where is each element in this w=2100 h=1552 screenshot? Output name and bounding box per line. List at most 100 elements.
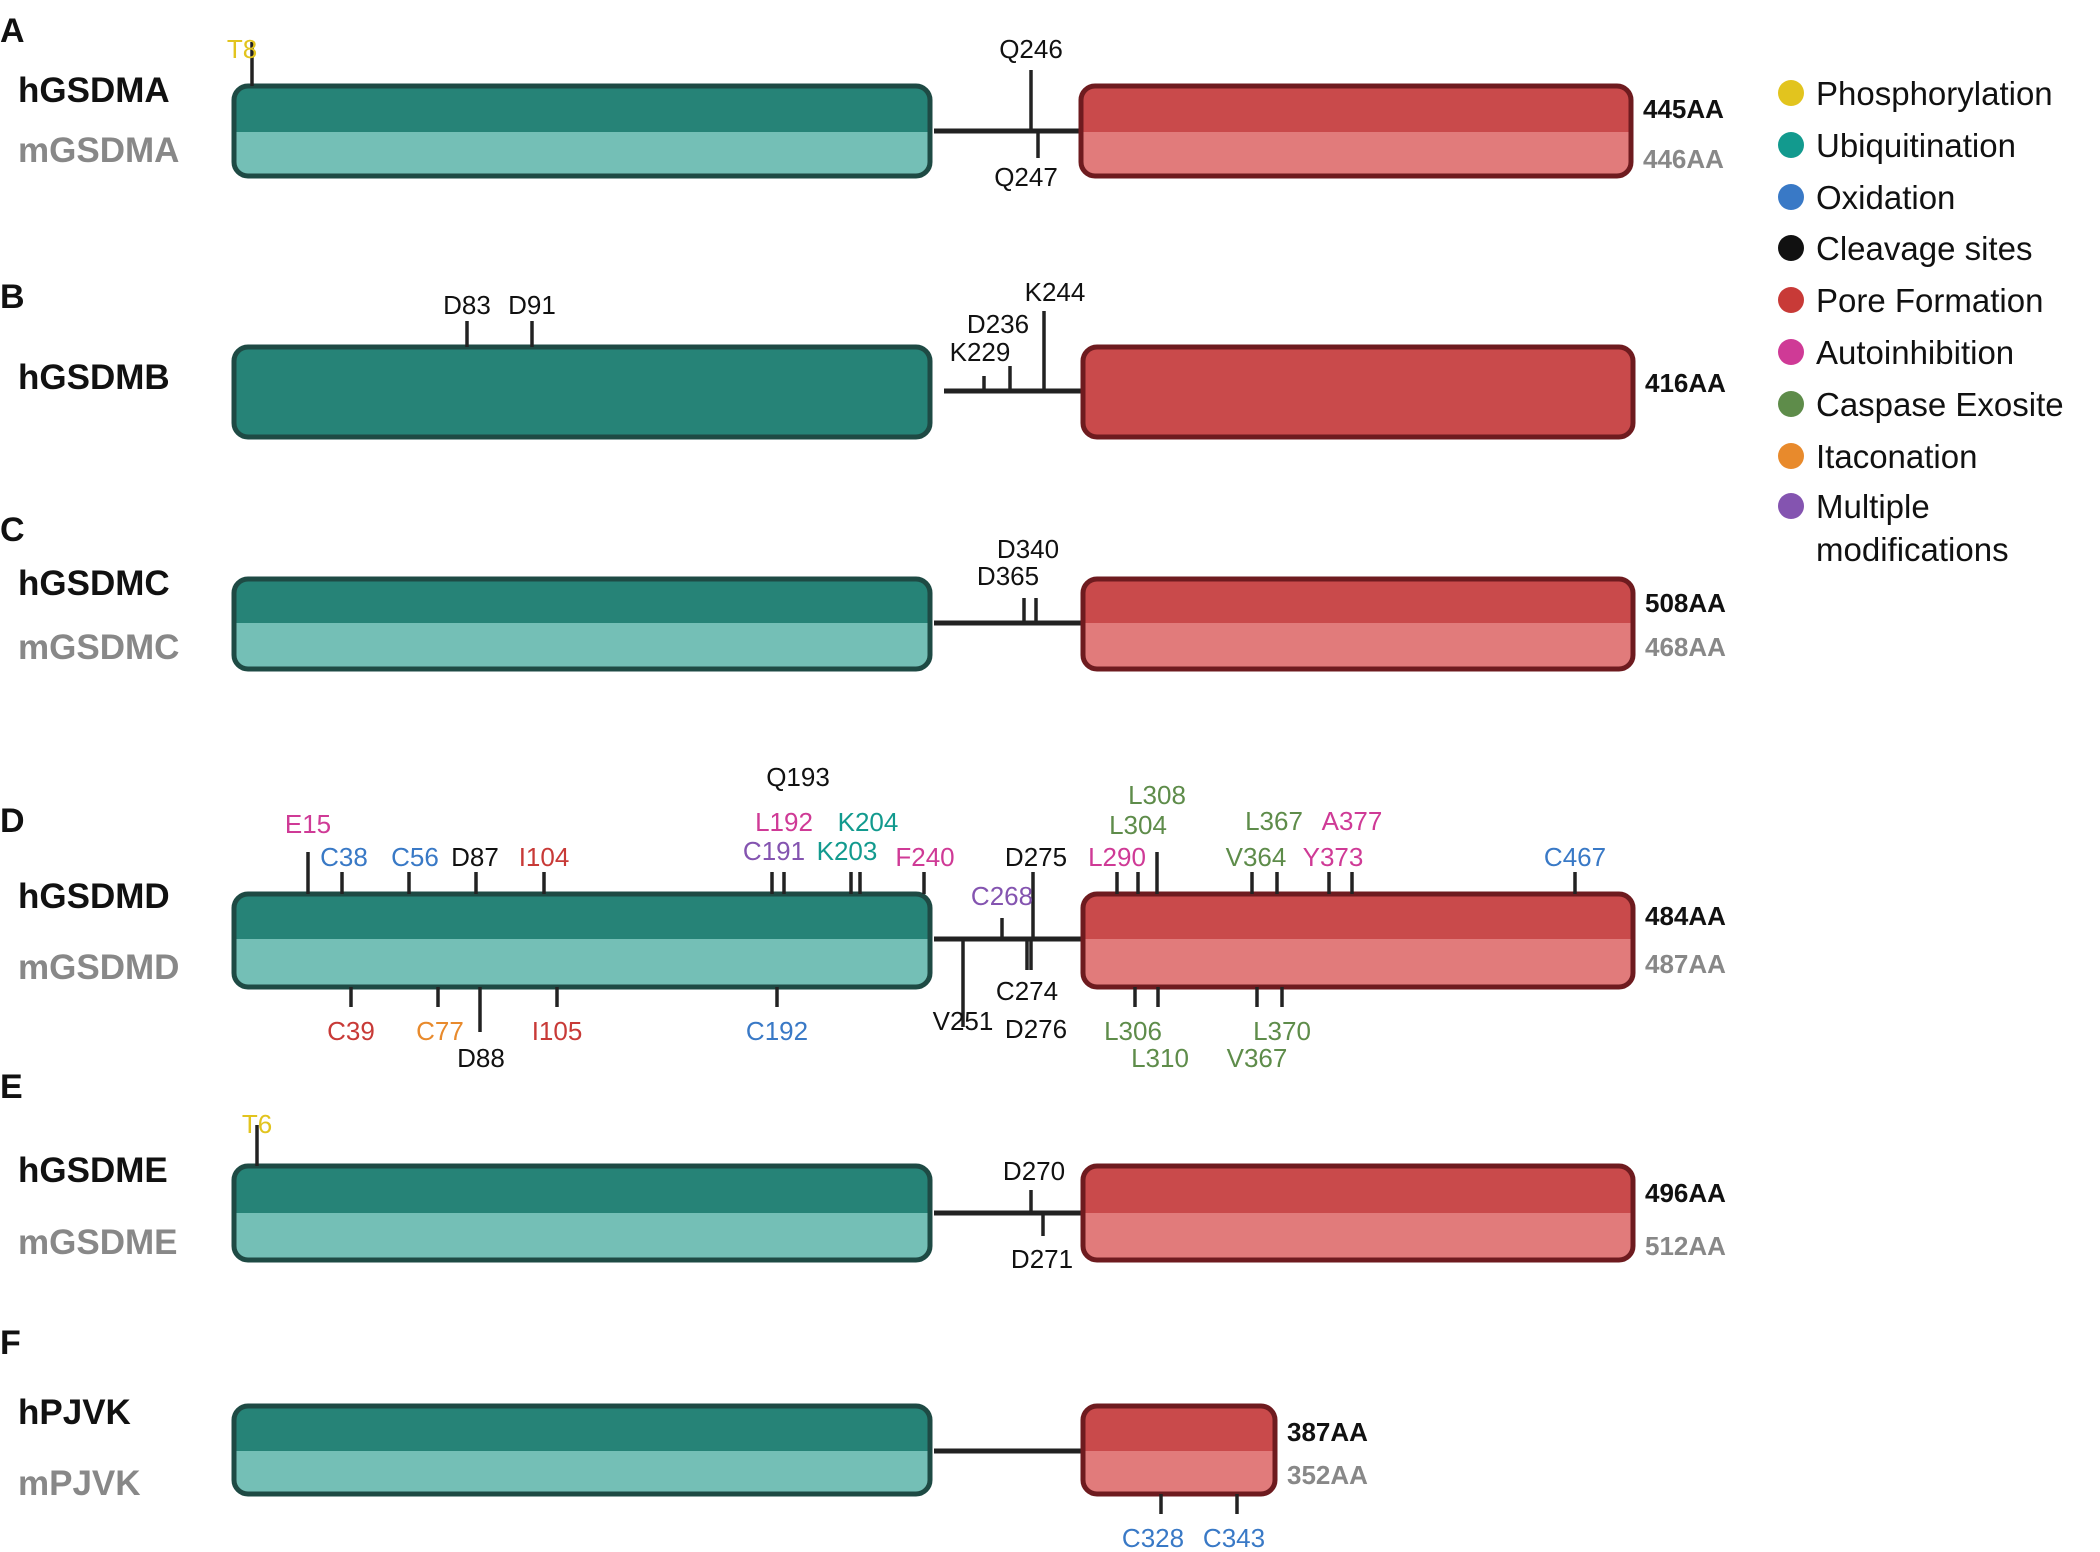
site-label: C39	[327, 1016, 375, 1046]
site-label: K244	[1025, 277, 1086, 307]
site-c39: C39	[327, 987, 375, 1046]
mouse-length: 468AA	[1645, 632, 1726, 662]
c-terminal-domain	[1080, 891, 1636, 990]
site-d276: D276	[1005, 939, 1067, 1044]
site-label: T6	[242, 1109, 272, 1139]
site-label: L290	[1088, 842, 1146, 872]
n-terminal-domain	[231, 576, 933, 672]
site-a377: A377	[1322, 806, 1382, 894]
site-label: L367	[1245, 806, 1303, 836]
legend-label: Oxidation	[1816, 179, 1955, 216]
site-label: D271	[1011, 1244, 1073, 1274]
site-label: L310	[1131, 1043, 1189, 1073]
site-k204: K204	[838, 807, 898, 894]
site-label: L192	[755, 807, 813, 837]
c-terminal-domain	[1080, 1163, 1636, 1263]
legend-dot	[1778, 80, 1804, 106]
c-terminal-domain	[1080, 344, 1636, 440]
human-protein-name: hGSDMC	[18, 564, 170, 603]
mouse-protein-name: mGSDME	[18, 1223, 177, 1262]
site-label: D88	[457, 1043, 505, 1073]
site-i105: I105	[532, 987, 583, 1046]
site-c274: C274	[996, 939, 1058, 1006]
human-protein-name: hGSDMB	[18, 358, 170, 397]
site-label: C274	[996, 976, 1058, 1006]
site-label: K229	[950, 337, 1011, 367]
site-label: D83	[443, 290, 491, 320]
legend-dot	[1778, 391, 1804, 417]
site-l367: L367	[1245, 806, 1303, 894]
site-label: D275	[1005, 842, 1067, 872]
site-label: V251	[933, 1006, 994, 1036]
site-d236: D236	[967, 309, 1029, 391]
n-terminal-domain	[231, 83, 933, 179]
legend-item-ubiquitination: Ubiquitination	[1778, 127, 2016, 164]
mouse-length: 446AA	[1643, 144, 1724, 174]
legend-dot	[1778, 132, 1804, 158]
site-c343: C343	[1203, 1494, 1265, 1552]
site-label: I104	[519, 842, 570, 872]
human-protein-name: hGSDMA	[18, 71, 170, 110]
site-label: C467	[1544, 842, 1606, 872]
site-label: C56	[391, 842, 439, 872]
site-d87: D87	[451, 842, 499, 894]
site-y373: Y373	[1303, 842, 1364, 894]
site-label: D270	[1003, 1156, 1065, 1186]
site-q193: Q193	[766, 762, 830, 792]
site-label: C77	[416, 1016, 464, 1046]
legend: PhosphorylationUbiquitinationOxidationCl…	[1778, 75, 2064, 568]
legend-item-caspase-exosite: Caspase Exosite	[1778, 386, 2064, 423]
legend-label: Pore Formation	[1816, 282, 2043, 319]
panel-letter: B	[0, 278, 25, 316]
panel-letter: A	[0, 12, 25, 50]
site-l308: L308	[1128, 780, 1186, 894]
mouse-protein-name: mPJVK	[18, 1464, 141, 1503]
site-d275: D275	[1005, 842, 1067, 939]
legend-label: Cleavage sites	[1816, 230, 2032, 267]
human-length: 445AA	[1643, 94, 1724, 124]
legend-label: Caspase Exosite	[1816, 386, 2064, 423]
site-i104: I104	[519, 842, 570, 894]
site-t6: T6	[242, 1109, 272, 1166]
site-label: I105	[532, 1016, 583, 1046]
site-c268: C268	[971, 881, 1033, 939]
site-d91: D91	[508, 290, 556, 347]
legend-label: modifications	[1816, 531, 2009, 568]
human-length: 416AA	[1645, 368, 1726, 398]
site-label: D276	[1005, 1014, 1067, 1044]
n-terminal-domain	[231, 344, 933, 440]
legend-label: Ubiquitination	[1816, 127, 2016, 164]
n-terminal-domain	[231, 891, 933, 990]
legend-dot	[1778, 443, 1804, 469]
site-d365: D365	[977, 561, 1039, 623]
site-label: C343	[1203, 1523, 1265, 1552]
site-c191: C191	[743, 836, 805, 894]
human-protein-name: hPJVK	[18, 1393, 131, 1432]
site-label: D236	[967, 309, 1029, 339]
site-label: E15	[285, 809, 331, 839]
legend-item-itaconation: Itaconation	[1778, 438, 1977, 475]
site-d88: D88	[457, 987, 505, 1073]
site-label: D365	[977, 561, 1039, 591]
site-v251: V251	[933, 939, 994, 1036]
site-label: V364	[1226, 842, 1287, 872]
mouse-protein-name: mGSDMD	[18, 948, 179, 987]
mouse-protein-name: mGSDMC	[18, 628, 179, 667]
site-label: Y373	[1303, 842, 1364, 872]
legend-dot	[1778, 287, 1804, 313]
panel-letter: C	[0, 511, 25, 549]
site-label: C328	[1122, 1523, 1184, 1552]
site-label: C268	[971, 881, 1033, 911]
site-label: D340	[997, 534, 1059, 564]
site-q246: Q246	[999, 34, 1063, 131]
site-e15: E15	[285, 809, 331, 894]
legend-item-pore-formation: Pore Formation	[1778, 282, 2043, 319]
site-c56: C56	[391, 842, 439, 894]
legend-dot	[1778, 184, 1804, 210]
site-label: C192	[746, 1016, 808, 1046]
site-label: L370	[1253, 1016, 1311, 1046]
